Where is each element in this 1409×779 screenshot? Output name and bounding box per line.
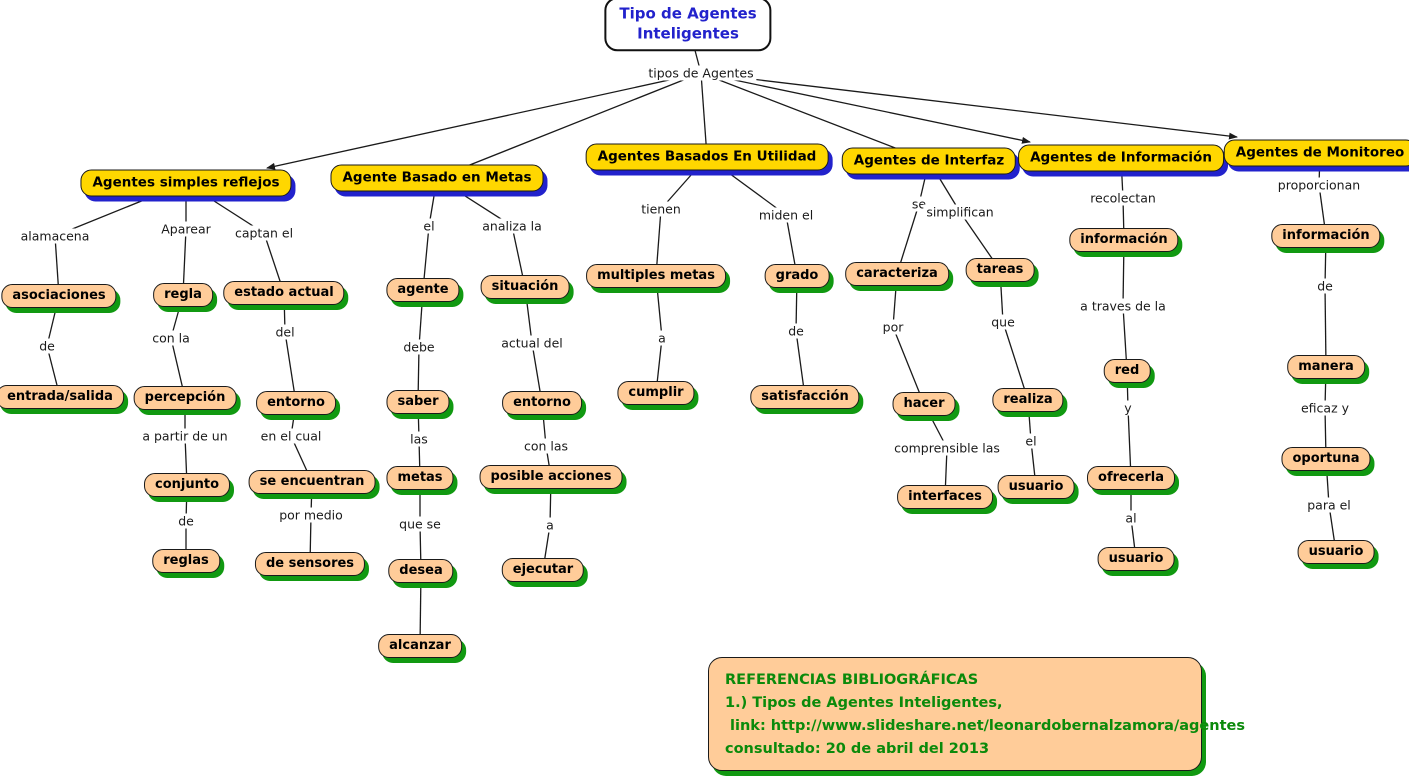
concept-c_reglas: reglas — [152, 549, 220, 573]
edge-line-l_de4-c_manera — [1324, 285, 1327, 368]
link-label-l_las: las — [407, 431, 431, 447]
link-label-l_enelcual: en el cual — [257, 428, 325, 444]
references-consulted-date: consultado: 20 de abril del 2013 — [725, 741, 990, 757]
link-label-l_simplifican: simplifican — [923, 204, 997, 220]
concept-c_hacer: hacer — [892, 392, 956, 416]
concept-c_usuario3: usuario — [1297, 540, 1375, 564]
link-label-l_al: al — [1122, 510, 1140, 526]
edge-line-tipos-t5 — [700, 72, 1031, 144]
edge-line-tipos-t6 — [700, 72, 1238, 140]
topic-t4: Agentes de Interfaz — [841, 147, 1017, 175]
concept-c_entorno1: entorno — [256, 391, 336, 415]
concept-c_entorno2: entorno — [502, 391, 582, 415]
concept-c_seencuentran: se encuentran — [248, 470, 376, 494]
concept-c_percepcion: percepción — [133, 386, 237, 410]
concept-c_desea: desea — [388, 559, 454, 583]
concept-c_informacion2: información — [1271, 224, 1381, 248]
concept-c_grado: grado — [764, 264, 830, 288]
edge-line-tipos-t1 — [266, 72, 702, 170]
concept-c_ejecutar: ejecutar — [501, 558, 585, 582]
concept-c_posibles: posible acciones — [479, 465, 623, 489]
link-label-l_de2: de — [175, 513, 197, 529]
concept-c_realiza: realiza — [992, 388, 1064, 412]
link-label-l_a2: a — [655, 330, 669, 346]
concept-c_saber: saber — [386, 390, 450, 414]
root-root: Tipo de Agentes Inteligentes — [604, 0, 772, 51]
link-label-l_conla: con la — [149, 330, 193, 346]
link-label-l_debe: debe — [400, 339, 438, 355]
topic-t5: Agentes de Información — [1018, 144, 1224, 172]
link-label-l_parael: para el — [1304, 497, 1354, 513]
edge-line-tipos-t3 — [700, 72, 708, 158]
topic-t3: Agentes Basados En Utilidad — [585, 143, 829, 171]
concept-c_caracteriza: caracteriza — [845, 262, 949, 286]
link-label-l_captanel: captan el — [231, 225, 297, 241]
link-label-l_aparear: Aparear — [158, 221, 214, 237]
concept-c_oportuna: oportuna — [1281, 447, 1371, 471]
link-label-l_atraves: a traves de la — [1077, 298, 1169, 314]
concept-c_satisfaccion: satisfacción — [750, 385, 860, 409]
link-label-l_eficazy: eficaz y — [1297, 400, 1353, 416]
topic-t6: Agentes de Monitoreo — [1223, 139, 1409, 167]
references-link: link: http://www.slideshare.net/leonardo… — [725, 718, 1245, 734]
link-label-l_por: por — [879, 319, 907, 335]
concept-c_tareas: tareas — [965, 258, 1035, 282]
edge-line-l_que-c_realiza — [1002, 321, 1029, 401]
link-label-l_analiza: analiza la — [479, 218, 545, 234]
concept-c_desensores: de sensores — [254, 552, 366, 576]
concept-c_informacion1: información — [1069, 228, 1179, 252]
link-label-tipos: tipos de Agentes — [645, 65, 757, 81]
link-label-l_comprensible: comprensible las — [891, 440, 1003, 456]
link-label-l_que: que — [988, 314, 1018, 330]
link-label-l_el2: el — [1022, 433, 1040, 449]
concept-c_cumplir: cumplir — [617, 381, 695, 405]
edge-line-tipos-t2 — [436, 72, 702, 179]
link-label-l_de4: de — [1314, 278, 1336, 294]
link-label-l_quese: que se — [396, 516, 444, 532]
concept-c_metas: metas — [386, 466, 454, 490]
link-label-l_apartir: a partir de un — [139, 428, 231, 444]
concept-c_manera: manera — [1287, 355, 1365, 379]
link-label-l_de1: de — [36, 338, 58, 354]
link-label-l_a1: a — [543, 517, 557, 533]
link-label-l_del: del — [272, 324, 298, 340]
link-label-l_alamacena: alamacena — [17, 228, 93, 244]
link-label-l_pormedio: por medio — [276, 507, 346, 523]
concept-c_regla: regla — [153, 283, 213, 307]
concept-c_usuario1: usuario — [997, 475, 1075, 499]
concept-c_entrada: entrada/salida — [0, 385, 124, 409]
link-label-l_actualdel: actual del — [498, 335, 566, 351]
topic-t2: Agente Basado en Metas — [330, 164, 544, 192]
link-label-l_midenel: miden el — [755, 207, 817, 223]
references-title: REFERENCIAS BIBLIOGRÁFICAS — [725, 672, 979, 688]
concept-c_ofrecerla: ofrecerla — [1087, 466, 1175, 490]
concept-c_alcanzar: alcanzar — [378, 634, 462, 658]
edge-line-tipos-t4 — [700, 72, 930, 162]
concept-c_interfaces: interfaces — [897, 485, 993, 509]
topic-t1: Agentes simples reflejos — [80, 169, 292, 197]
link-label-l_recolectan: recolectan — [1087, 190, 1159, 206]
link-label-l_tienen: tienen — [638, 201, 684, 217]
concept-c_situacion: situación — [480, 275, 570, 299]
concept-c_asociaciones: asociaciones — [1, 284, 117, 308]
concept-c_multiples: multiples metas — [586, 264, 726, 288]
edge-line-l_por-c_hacer — [892, 326, 925, 405]
link-label-l_de3: de — [785, 323, 807, 339]
references-box: REFERENCIAS BIBLIOGRÁFICAS 1.) Tipos de … — [708, 657, 1245, 771]
link-label-l_el1: el — [420, 218, 438, 234]
concept-c_usuario2: usuario — [1097, 547, 1175, 571]
link-label-l_conlas: con las — [520, 438, 572, 454]
link-label-l_proporcionan: proporcionan — [1274, 177, 1364, 193]
edge-line-c_desea-c_alcanzar — [419, 570, 422, 647]
references-entry: 1.) Tipos de Agentes Inteligentes, — [725, 695, 1003, 711]
concept-c_red: red — [1103, 359, 1151, 383]
concept-c_agente: agente — [386, 278, 460, 302]
concept-c_conjunto: conjunto — [143, 473, 231, 497]
link-label-l_y: y — [1121, 400, 1135, 416]
concept-c_estadoactual: estado actual — [223, 281, 345, 305]
